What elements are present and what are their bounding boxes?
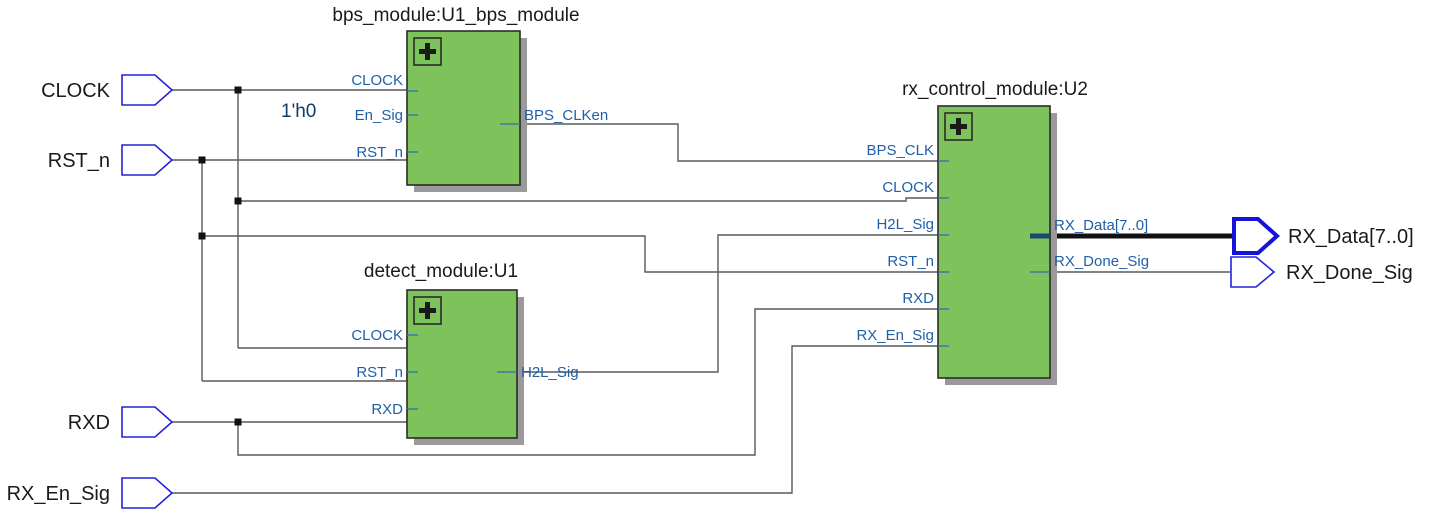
port-arrow-shape [121, 74, 174, 106]
pin-label-rx-done-sig: RX_Done_Sig [1054, 253, 1149, 270]
plus-icon-glyph [950, 118, 967, 135]
pin-label-rst-n: RST_n [887, 253, 934, 270]
port-arrow-shape [121, 406, 174, 438]
input-port-clock-label: CLOCK [41, 80, 111, 102]
input-port-rxd-label: RXD [68, 412, 110, 434]
wire-rstn-to-rxctl [202, 235, 938, 273]
input-port-rx-en-sig-label: RX_En_Sig [7, 483, 110, 505]
input-port-rxd[interactable]: RXD [68, 406, 174, 438]
input-port-rst-n-label: RST_n [48, 150, 110, 172]
pin-label-clock: CLOCK [882, 179, 934, 196]
pin-label-en-sig: En_Sig [355, 107, 403, 124]
output-port-rx-data[interactable]: RX_Data[7..0] [1232, 217, 1414, 255]
pin-label-h2l-sig: H2L_Sig [876, 216, 934, 233]
pin-label-rx-en-sig: RX_En_Sig [856, 327, 934, 344]
pin-label-clock: CLOCK [351, 327, 403, 344]
port-arrow-shape-bus [1232, 217, 1280, 255]
port-arrow-shape [121, 477, 174, 509]
plus-icon-glyph [419, 43, 436, 60]
wire-bps-clken [520, 123, 938, 162]
output-port-rx-data-label: RX_Data[7..0] [1288, 226, 1414, 248]
block-bps-module[interactable]: bps_module:U1_bps_module CLOCK 1'h0 En_S… [281, 5, 608, 192]
plus-icon-glyph [419, 302, 436, 319]
output-port-rx-done-sig-label: RX_Done_Sig [1286, 262, 1413, 284]
wire-layer [168, 89, 1232, 494]
block-body [406, 30, 521, 186]
pin-label-clock: CLOCK [351, 72, 403, 89]
pin-label-rxd: RXD [902, 290, 934, 307]
pin-label-h2l-sig: H2L_Sig [521, 364, 579, 381]
pin-label-rxd: RXD [371, 401, 403, 418]
input-port-rx-en-sig[interactable]: RX_En_Sig [7, 477, 174, 509]
block-bps-module-title: bps_module:U1_bps_module [332, 5, 579, 26]
input-port-rst-n[interactable]: RST_n [48, 144, 174, 176]
pin-label-rst-n: RST_n [356, 364, 403, 381]
block-detect-module-title: detect_module:U1 [364, 261, 518, 282]
block-body [937, 105, 1051, 379]
wire-rxd-branch [237, 308, 938, 456]
input-port-clock[interactable]: CLOCK [41, 74, 174, 106]
block-rx-control-module-title: rx_control_module:U2 [902, 79, 1088, 100]
const-label-en-sig: 1'h0 [281, 101, 316, 122]
port-arrow-shape [121, 144, 174, 176]
pin-label-rx-data: RX_Data[7..0] [1054, 217, 1148, 234]
pin-label-bps-clken: BPS_CLKen [524, 107, 608, 124]
junction-dot [234, 418, 242, 426]
pin-label-bps-clk: BPS_CLK [866, 142, 934, 159]
junction-dot [198, 156, 206, 164]
wire-h2l-sig [517, 234, 938, 373]
output-port-rx-done-sig[interactable]: RX_Done_Sig [1230, 256, 1413, 288]
block-rx-control-module[interactable]: rx_control_module:U2 BPS_CLK CLOCK H2L_S… [856, 79, 1149, 385]
junction-dots [198, 86, 242, 426]
block-detect-module[interactable]: detect_module:U1 CLOCK RST_n RXD H2L_Sig [351, 261, 579, 445]
pin-label-rst-n: RST_n [356, 144, 403, 161]
junction-dot [198, 232, 206, 240]
wire-rx-en-sig [168, 345, 938, 494]
wire-clock-to-rxctl [238, 197, 938, 202]
junction-dot [234, 86, 242, 94]
port-arrow-shape [1230, 256, 1276, 288]
junction-dot [234, 197, 242, 205]
